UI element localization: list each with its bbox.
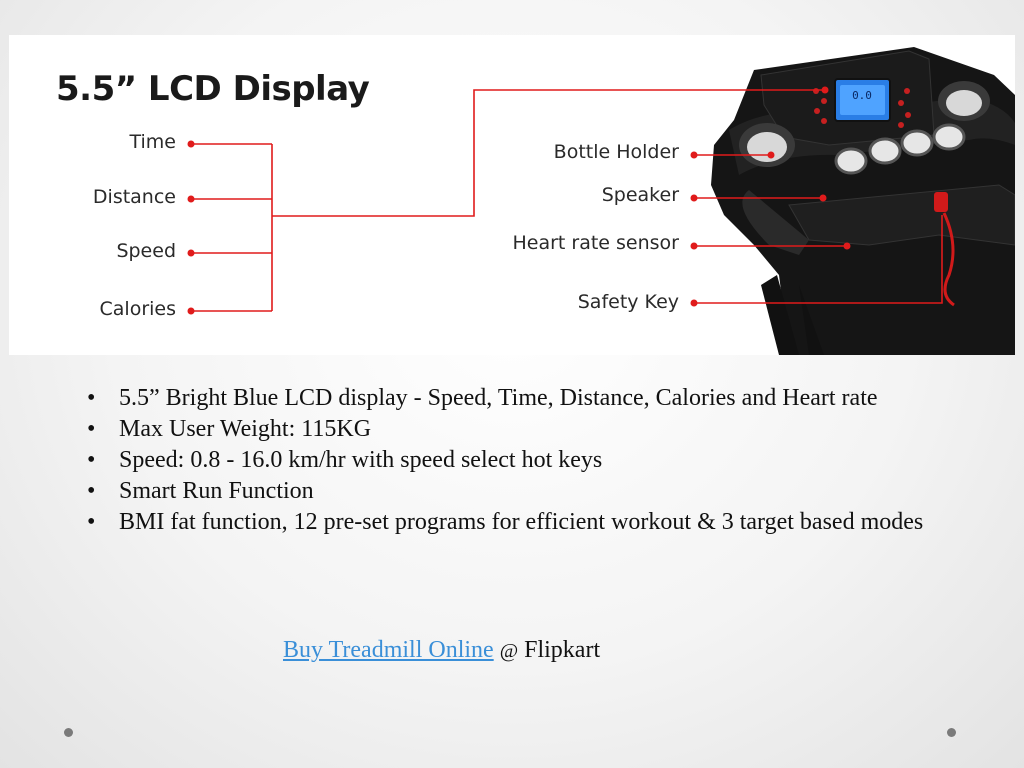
- feature-list: 5.5” Bright Blue LCD display - Speed, Ti…: [84, 383, 944, 538]
- store-name: Flipkart: [524, 637, 601, 663]
- feature-item: BMI fat function, 12 pre-set programs fo…: [84, 507, 944, 538]
- buy-treadmill-link[interactable]: Buy Treadmill Online: [283, 637, 494, 663]
- callout-safety-key: Safety Key: [577, 291, 679, 313]
- callout-bottle-holder: Bottle Holder: [553, 141, 679, 163]
- product-figure: 0.0: [9, 35, 1015, 355]
- callout-speaker: Speaker: [601, 184, 679, 206]
- buy-link-line: Buy Treadmill Online @ Flipkart: [283, 637, 600, 664]
- right-connector-dots: [690, 151, 851, 307]
- left-connector-dots: [187, 86, 829, 315]
- callout-calories: Calories: [99, 298, 177, 320]
- callout-time: Time: [129, 131, 177, 153]
- corner-dot-left: [64, 728, 73, 737]
- feature-item: Smart Run Function: [84, 476, 944, 507]
- right-connector-lines: [694, 154, 943, 304]
- at-sign: @: [499, 640, 519, 662]
- treadmill-image: 0.0: [711, 47, 1015, 355]
- feature-item: 5.5” Bright Blue LCD display - Speed, Ti…: [84, 383, 944, 414]
- callout-distance: Distance: [92, 186, 176, 208]
- callout-speed: Speed: [116, 240, 176, 262]
- corner-dot-right: [947, 728, 956, 737]
- feature-item: Max User Weight: 115KG: [84, 414, 944, 445]
- lcd-readout: 0.0: [852, 89, 872, 102]
- figure-graphic: 0.0: [187, 47, 1015, 355]
- figure-title: 5.5” LCD Display: [56, 69, 370, 109]
- feature-item: Speed: 0.8 - 16.0 km/hr with speed selec…: [84, 445, 944, 476]
- callout-heart-rate-sensor: Heart rate sensor: [512, 232, 679, 254]
- left-connector-lines: [191, 89, 825, 312]
